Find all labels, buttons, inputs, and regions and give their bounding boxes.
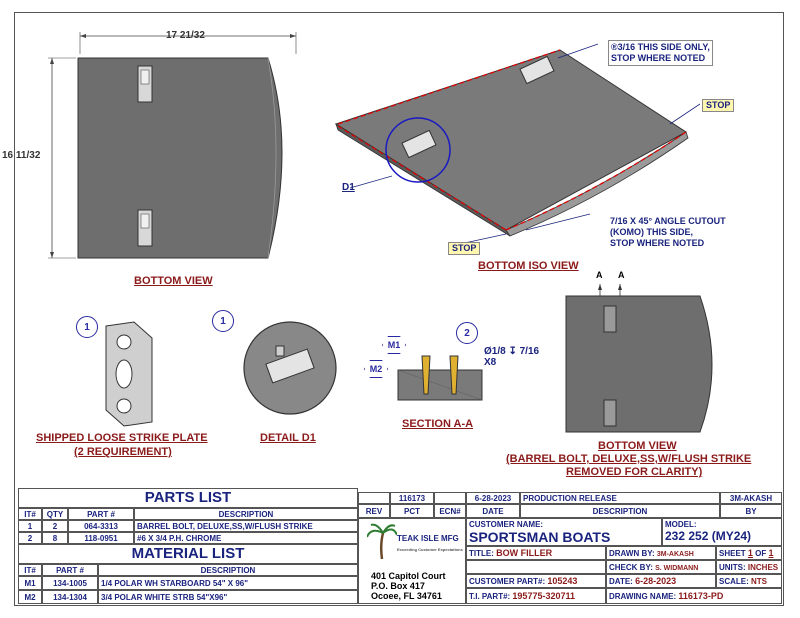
bottom-view2-label: BOTTOM VIEW — [598, 440, 677, 452]
parts-hdr-desc: DESCRIPTION — [134, 508, 358, 520]
rev-hdr-rev: REV — [358, 504, 390, 518]
model-cell: MODEL: 232 252 (MY24) — [662, 518, 782, 546]
bottom-view2-note2: REMOVED FOR CLARITY) — [566, 466, 703, 478]
rev-hdr-pct: PCT — [390, 504, 434, 518]
bottom-view2-note1: (BARREL BOLT, DELUXE,SS,W/FLUSH STRIKE — [506, 453, 752, 465]
strike-plate-req: (2 REQUIREMENT) — [74, 446, 172, 458]
mat-hdr-part: PART # — [42, 564, 98, 576]
rev-row-pct: 116173 — [390, 492, 434, 504]
rev-hdr-ecn: ECN# — [434, 504, 466, 518]
blank-cell — [466, 560, 606, 574]
bottom-view-label: BOTTOM VIEW — [134, 275, 213, 287]
drawn-by-cell: DRAWN BY: 3M-AKASH — [606, 546, 716, 560]
date-cell: DATE: 6-28-2023 — [606, 574, 716, 588]
parts-hdr-it: IT# — [18, 508, 42, 520]
mat-hdr-it: IT# — [18, 564, 42, 576]
customer-cell: CUSTOMER NAME: SPORTSMAN BOATS — [466, 518, 662, 546]
cutout-note: 7/16 X 45° ANGLE CUTOUT (KOMO) THIS SIDE… — [610, 216, 726, 248]
rev-hdr-by: BY — [720, 504, 782, 518]
parts-row-1-desc: BARREL BOLT, DELUXE,SS,W/FLUSH STRIKE — [134, 520, 358, 532]
company-tagline: Exceeding Customer Expectations — [397, 547, 463, 552]
company-block: TEAK ISLE MFG Exceeding Customer Expecta… — [358, 518, 466, 604]
bottom-view2-drawing — [565, 284, 713, 433]
parts-row-2-part: 118-0951 — [68, 532, 134, 544]
mat-row-2-part: 134-1304 — [42, 590, 98, 604]
callout-m2: M2 — [364, 360, 388, 378]
rev-row-ecn — [434, 492, 466, 504]
mat-row-1-part: 134-1005 — [42, 576, 98, 590]
mat-row-2-desc: 3/4 POLAR WHITE STRB 54"X96" — [98, 590, 358, 604]
callout-m1: M1 — [382, 336, 406, 354]
customer-part-cell: CUSTOMER PART#: 105243 — [466, 574, 606, 588]
mat-row-1-desc: 1/4 POLAR WH STARBOARD 54" X 96" — [98, 576, 358, 590]
company-addr3: Ocoee, FL 34761 — [371, 591, 442, 601]
parts-hdr-part: PART # — [68, 508, 134, 520]
title-cell: TITLE: BOW FILLER — [466, 546, 606, 560]
drawing-name-cell: DRAWING NAME: 116173-PD — [606, 588, 782, 604]
rev-row-date: 6-28-2023 — [466, 492, 520, 504]
rev-row-desc: PRODUCTION RELEASE — [520, 492, 720, 504]
parts-row-2-qty: 8 — [42, 532, 68, 544]
width-dimension: 17 21/32 — [166, 30, 205, 41]
bottom-iso-view-label: BOTTOM ISO VIEW — [478, 260, 579, 272]
section-mark-a-left: A — [596, 270, 603, 280]
parts-row-1-qty: 2 — [42, 520, 68, 532]
callout-1-detail: 1 — [212, 310, 234, 332]
parts-row-2-desc: #6 X 3/4 P.H. CHROME — [134, 532, 358, 544]
this-side-note: ®3/16 THIS SIDE ONLY, STOP WHERE NOTED — [608, 40, 713, 66]
rev-hdr-date: DATE — [466, 504, 520, 518]
scale-cell: SCALE: NTS — [716, 574, 782, 588]
section-aa-label: SECTION A-A — [402, 418, 474, 430]
company-addr1: 401 Capitol Court — [371, 571, 446, 581]
palm-tree-logo — [367, 523, 397, 559]
stop-note-top: STOP — [702, 99, 735, 112]
strike-plate-drawing — [105, 321, 153, 427]
bottom-iso-drawing — [334, 43, 700, 245]
check-by-cell: CHECK BY: S. WIDMANN — [606, 560, 716, 574]
mat-row-2-it: M2 — [18, 590, 42, 604]
company-name: TEAK ISLE MFG — [397, 534, 459, 543]
detail-d1-drawing — [243, 321, 337, 415]
detail-d1-label: DETAIL D1 — [260, 432, 316, 444]
parts-row-1-it: 1 — [18, 520, 42, 532]
parts-hdr-qty: QTY — [42, 508, 68, 520]
section-aa-drawing — [397, 355, 483, 401]
mat-row-1-it: M1 — [18, 576, 42, 590]
callout-1-strike: 1 — [76, 316, 98, 338]
section-mark-a-right: A — [618, 270, 625, 280]
bottom-view-drawing — [48, 32, 297, 259]
rev-hdr-desc: DESCRIPTION — [520, 504, 720, 518]
ti-part-cell: T.I. PART#: 195775-320711 — [466, 588, 606, 604]
hole-note: Ø1/8 ↧ 7/16 X8 — [484, 346, 540, 368]
rev-row-rev — [358, 492, 390, 504]
parts-row-1-part: 064-3313 — [68, 520, 134, 532]
sheet-cell: SHEET 1 OF 1 — [716, 546, 782, 560]
mat-hdr-desc: DESCRIPTION — [98, 564, 358, 576]
material-list-title: MATERIAL LIST — [18, 544, 358, 564]
parts-list-title: PARTS LIST — [18, 488, 358, 508]
company-addr2: P.O. Box 417 — [371, 581, 425, 591]
rev-row-by: 3M-AKASH — [720, 492, 782, 504]
height-dimension: 16 11/32 — [2, 150, 41, 161]
units-cell: UNITS: INCHES — [716, 560, 782, 574]
stop-note-bottom: STOP — [448, 242, 481, 255]
parts-row-2-it: 2 — [18, 532, 42, 544]
callout-2: 2 — [456, 322, 478, 344]
sheet-border — [14, 12, 784, 606]
d1-callout: D1 — [342, 182, 355, 193]
strike-plate-label: SHIPPED LOOSE STRIKE PLATE — [36, 432, 208, 444]
